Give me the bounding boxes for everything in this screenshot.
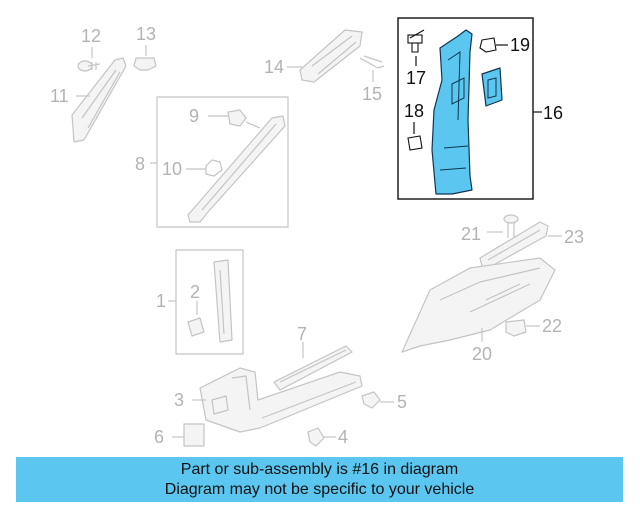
callout-1: 1 <box>156 291 166 311</box>
callout-19: 19 <box>510 35 530 55</box>
part-1-drawing <box>213 259 233 343</box>
callout-15: 15 <box>362 84 382 104</box>
callout-18: 18 <box>404 101 424 121</box>
callout-7: 7 <box>297 324 307 344</box>
part-20-drawing <box>401 257 556 353</box>
callout-13: 13 <box>136 24 156 44</box>
callout-14: 14 <box>264 57 284 77</box>
callout-17: 17 <box>406 68 426 88</box>
part-16-drawing <box>431 29 473 195</box>
part-3-drawing <box>199 367 363 433</box>
part-4-drawing <box>307 427 325 447</box>
callout-3: 3 <box>174 390 184 410</box>
callout-16: 16 <box>543 103 563 123</box>
part-8-drawing <box>187 115 286 223</box>
part-15-drawing <box>359 55 385 69</box>
callout-20: 20 <box>472 344 492 364</box>
callout-9: 9 <box>189 106 199 126</box>
callout-22: 22 <box>542 316 562 336</box>
callout-8: 8 <box>135 154 145 174</box>
part-16-cover-drawing <box>481 67 503 107</box>
part-12-drawing <box>77 60 101 72</box>
part-16-group-box <box>397 17 534 200</box>
banner-line-1: Part or sub-assembly is #16 in diagram <box>180 461 459 478</box>
callout-5: 5 <box>397 392 407 412</box>
part-17-drawing <box>407 29 425 53</box>
callout-6: 6 <box>154 427 164 447</box>
part-22-drawing <box>505 319 527 337</box>
part-6-drawing <box>183 423 205 447</box>
callout-10: 10 <box>162 159 182 179</box>
callout-23: 23 <box>564 227 584 247</box>
part-9-drawing <box>227 109 261 129</box>
part-5-drawing <box>361 391 381 409</box>
part-13-drawing <box>133 57 157 71</box>
callout-12: 12 <box>81 26 101 46</box>
part-11-drawing <box>71 57 127 143</box>
part-21-drawing <box>503 214 519 238</box>
part-14-drawing <box>299 29 363 83</box>
callout-11: 11 <box>50 86 69 106</box>
callout-21: 21 <box>461 224 481 244</box>
banner-line-2: Diagram may not be specific to your vehi… <box>164 481 475 498</box>
part-7-drawing <box>273 345 353 391</box>
part-8-group-box <box>156 96 289 228</box>
callout-4: 4 <box>338 427 348 447</box>
part-18-drawing <box>407 135 423 151</box>
part-2-drawing <box>187 317 205 337</box>
callout-2: 2 <box>190 282 200 302</box>
part-19-drawing <box>479 37 497 53</box>
part-10-drawing <box>205 159 223 177</box>
parts-diagram: 11 12 13 14 15 8 9 10 <box>50 17 584 447</box>
info-banner: Part or sub-assembly is #16 in diagram D… <box>16 457 623 502</box>
part-1-group-box <box>175 249 244 355</box>
